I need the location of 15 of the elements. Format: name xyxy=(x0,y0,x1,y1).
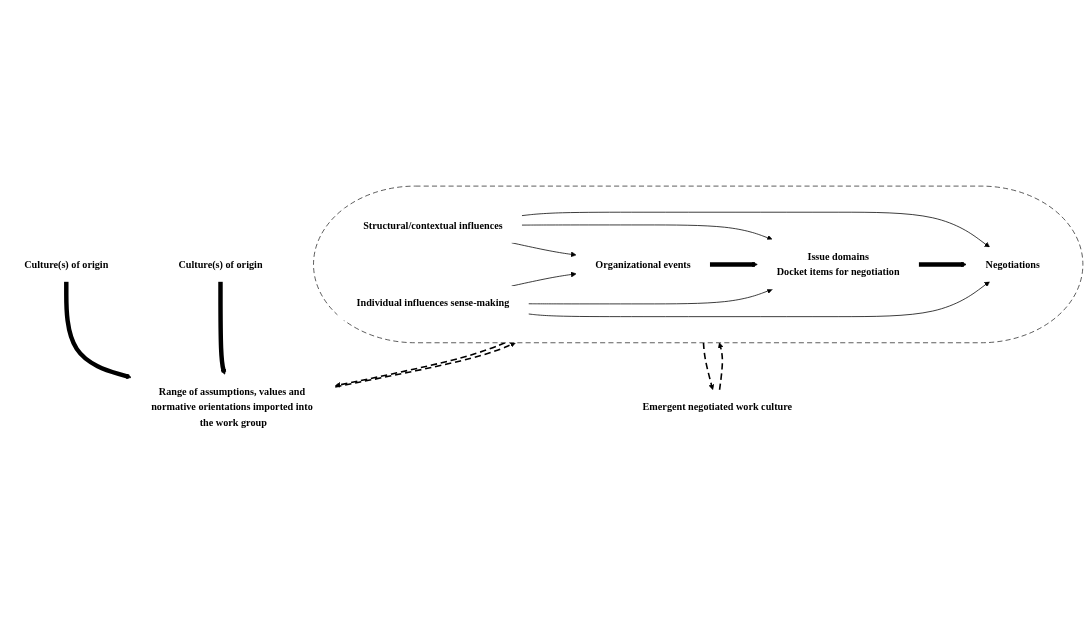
node-text: Issue domains Docket items for negotiation xyxy=(776,251,900,278)
arrow xyxy=(64,281,132,380)
node-text: Negotiations xyxy=(985,258,1040,270)
arrow xyxy=(218,281,227,375)
arrow xyxy=(709,261,758,268)
node-text: Culture(s) of origin xyxy=(178,258,263,270)
arrow xyxy=(718,342,724,391)
node-text: Emergent negotiated work culture xyxy=(642,401,793,413)
arrow xyxy=(918,261,967,268)
node-text: Organizational events xyxy=(595,258,691,270)
node-text: Culture(s) of origin xyxy=(24,258,109,270)
node-text: Range of assumptions, values and normative orientations imported into the work group xyxy=(151,386,313,428)
node-text: Individual influences sense-making xyxy=(356,297,510,309)
arrow xyxy=(702,342,715,391)
node-text: Structural/contextual influences xyxy=(363,220,503,231)
